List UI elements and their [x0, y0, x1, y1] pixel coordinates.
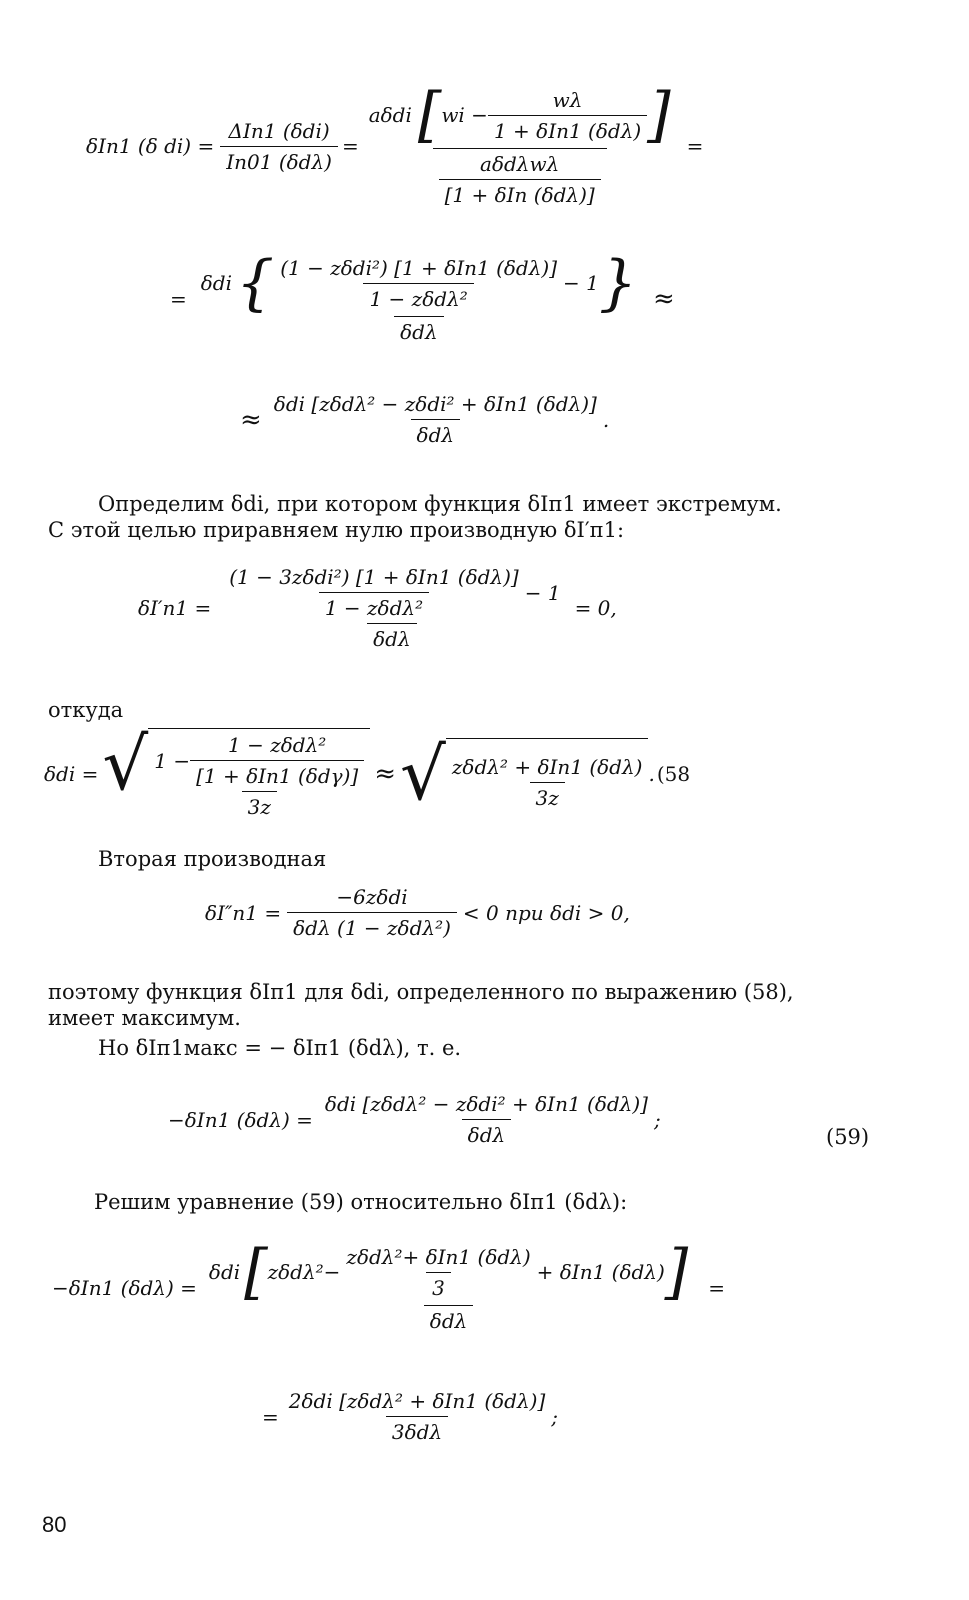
word-otkuda: откуда [48, 698, 124, 722]
solve-line: Решим уравнение (59) относительно δIп1 (… [94, 1190, 628, 1214]
equation-label-58: (58 [656, 761, 691, 786]
second-derivative-title: Вторая производная [98, 847, 327, 871]
eq1-fraction-1: ΔIп1 (δdi) Iп01 (δdλ) [220, 119, 338, 174]
equation-1-line-3: ≈ δdi [zδdλ² − zδdi² + δIп1 (δdλ)] δdλ . [240, 392, 610, 447]
eq1-line2-fraction: δdi { (1 − zδdi²) [1 + δIп1 (δdλ)] 1 − z… [200, 248, 638, 344]
paragraph-2-line-3: Но δIп1макс = − δIп1 (δdλ), т. е. [98, 1036, 462, 1060]
paragraph-1-line-2: С этой целью приравняем нулю производную… [48, 518, 625, 542]
equation-59: −δIп1 (δdλ) = δdi [zδdλ² − zδdi² + δIп1 … [168, 1092, 661, 1147]
equation-4: −δIп1 (δdλ) = δdi [ zδdλ²− zδdλ²+ δIп1 (… [52, 1237, 725, 1333]
page-number: 80 [42, 1512, 67, 1537]
equation-3: δI″п1 = −6zδdi δdλ (1 − zδdλ²) < 0 при δ… [205, 885, 630, 940]
sqrt-right: √ zδdλ² + δIп1 (δdλ) 3z [400, 737, 649, 810]
paragraph-2-line-2: имеет максимум. [48, 1006, 241, 1030]
equation-label-59: (59) [826, 1125, 870, 1149]
equation-2: δI′п1 = (1 − 3zδdi²) [1 + δIп1 (δdλ)] 1 … [138, 565, 617, 651]
equation-1-line-2: = δdi { (1 − zδdi²) [1 + δIп1 (δdλ)] 1 −… [170, 248, 675, 344]
sqrt-left: √ 1 − 1 − zδdλ² [1 + δIп1 (δdγ)] 3z [102, 728, 371, 819]
paragraph-2-line-1: поэтому функция δIп1 для δdi, определенн… [48, 980, 794, 1004]
eq1-lhs: δIп1 (δ di) = [86, 134, 215, 158]
paragraph-1-line-1: Определим δdi, при котором функция δIп1 … [98, 492, 782, 516]
equation-1-line-1: δIп1 (δ di) = ΔIп1 (δdi) Iп01 (δdλ) = aδ… [86, 80, 704, 207]
equation-5: = 2δdi [zδdλ² + δIп1 (δdλ)] 3δdλ ; [262, 1389, 559, 1444]
eq1-big-fraction: aδdi [ wi − wλ 1 + δIп1 (δdλ) ] aδdλwλ [… [368, 80, 671, 207]
equation-58: δdi = √ 1 − 1 − zδdλ² [1 + δIп1 (δdγ)] 3… [44, 722, 691, 819]
